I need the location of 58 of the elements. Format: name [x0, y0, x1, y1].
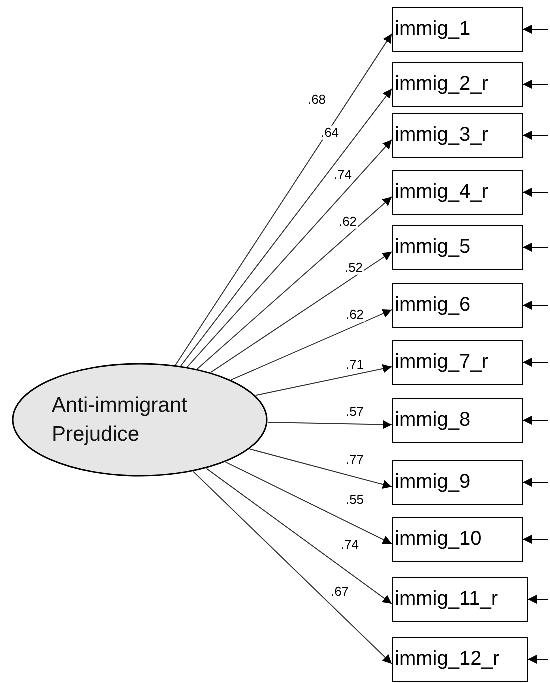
observed-variable-box: [392, 7, 523, 52]
loading-arrow: [210, 252, 392, 374]
observed-variable-box: [392, 170, 523, 215]
error-arrow: [522, 188, 548, 197]
variable-name: immig_6: [395, 294, 471, 317]
error-arrow: [522, 131, 548, 140]
error-arrow: [528, 655, 548, 664]
error-arrow: [522, 80, 548, 89]
observed-variable-box: [392, 577, 528, 622]
latent-variable-ellipse: [12, 363, 268, 477]
variable-name: immig_12_r: [395, 648, 500, 671]
loading-arrow: [249, 448, 392, 490]
error-arrow: [522, 25, 548, 34]
observed-variable-box: [392, 283, 523, 328]
edge-label: .68: [306, 92, 328, 108]
loading-arrow: [230, 309, 392, 381]
error-arrow: [528, 595, 548, 604]
loading-arrow: [255, 364, 392, 396]
observed-variable-box: [392, 62, 523, 107]
error-arrow: [522, 416, 548, 425]
error-arrow: [522, 478, 548, 487]
variable-name: immig_9: [395, 471, 471, 494]
edge-label: .62: [338, 214, 358, 230]
observed-variable-box: [392, 225, 523, 270]
loading-arrow: [267, 420, 392, 430]
observed-variable-box: [392, 637, 528, 682]
loading-arrow: [206, 468, 392, 604]
loading-arrow: [180, 88, 392, 367]
variable-name: immig_3_r: [395, 124, 488, 147]
edge-label: .64: [320, 126, 340, 140]
loading-arrow: [175, 34, 392, 366]
variable-name: immig_2_r: [395, 73, 488, 96]
variable-name: immig_4_r: [395, 181, 488, 204]
variable-name: immig_10: [395, 528, 482, 551]
variable-name: immig_7_r: [395, 351, 488, 374]
edge-label: .57: [344, 404, 366, 420]
variable-name: immig_8: [395, 409, 471, 432]
error-arrow: [522, 358, 548, 367]
observed-variable-box: [392, 340, 523, 385]
variable-name: Anti-immigrant Prejudice: [52, 392, 188, 448]
error-arrow: [522, 535, 548, 544]
observed-variable-box: [392, 113, 523, 158]
error-arrow: [522, 243, 548, 252]
edge-label: .62: [344, 308, 366, 322]
loading-arrow: [225, 462, 392, 544]
observed-variable-box: [392, 460, 523, 505]
observed-variable-box: [392, 517, 523, 562]
edge-label: .55: [344, 492, 366, 508]
variable-name: immig_5: [395, 236, 471, 259]
error-arrow: [522, 301, 548, 310]
edge-label: .67: [330, 584, 350, 600]
edge-label: .52: [344, 260, 364, 276]
loading-arrow: [187, 140, 392, 368]
variable-name: immig_1: [395, 18, 471, 41]
loading-arrow: [192, 471, 392, 664]
loading-arrow: [197, 196, 392, 370]
observed-variable-box: [392, 398, 523, 443]
variable-name: immig_11_r: [395, 588, 498, 611]
